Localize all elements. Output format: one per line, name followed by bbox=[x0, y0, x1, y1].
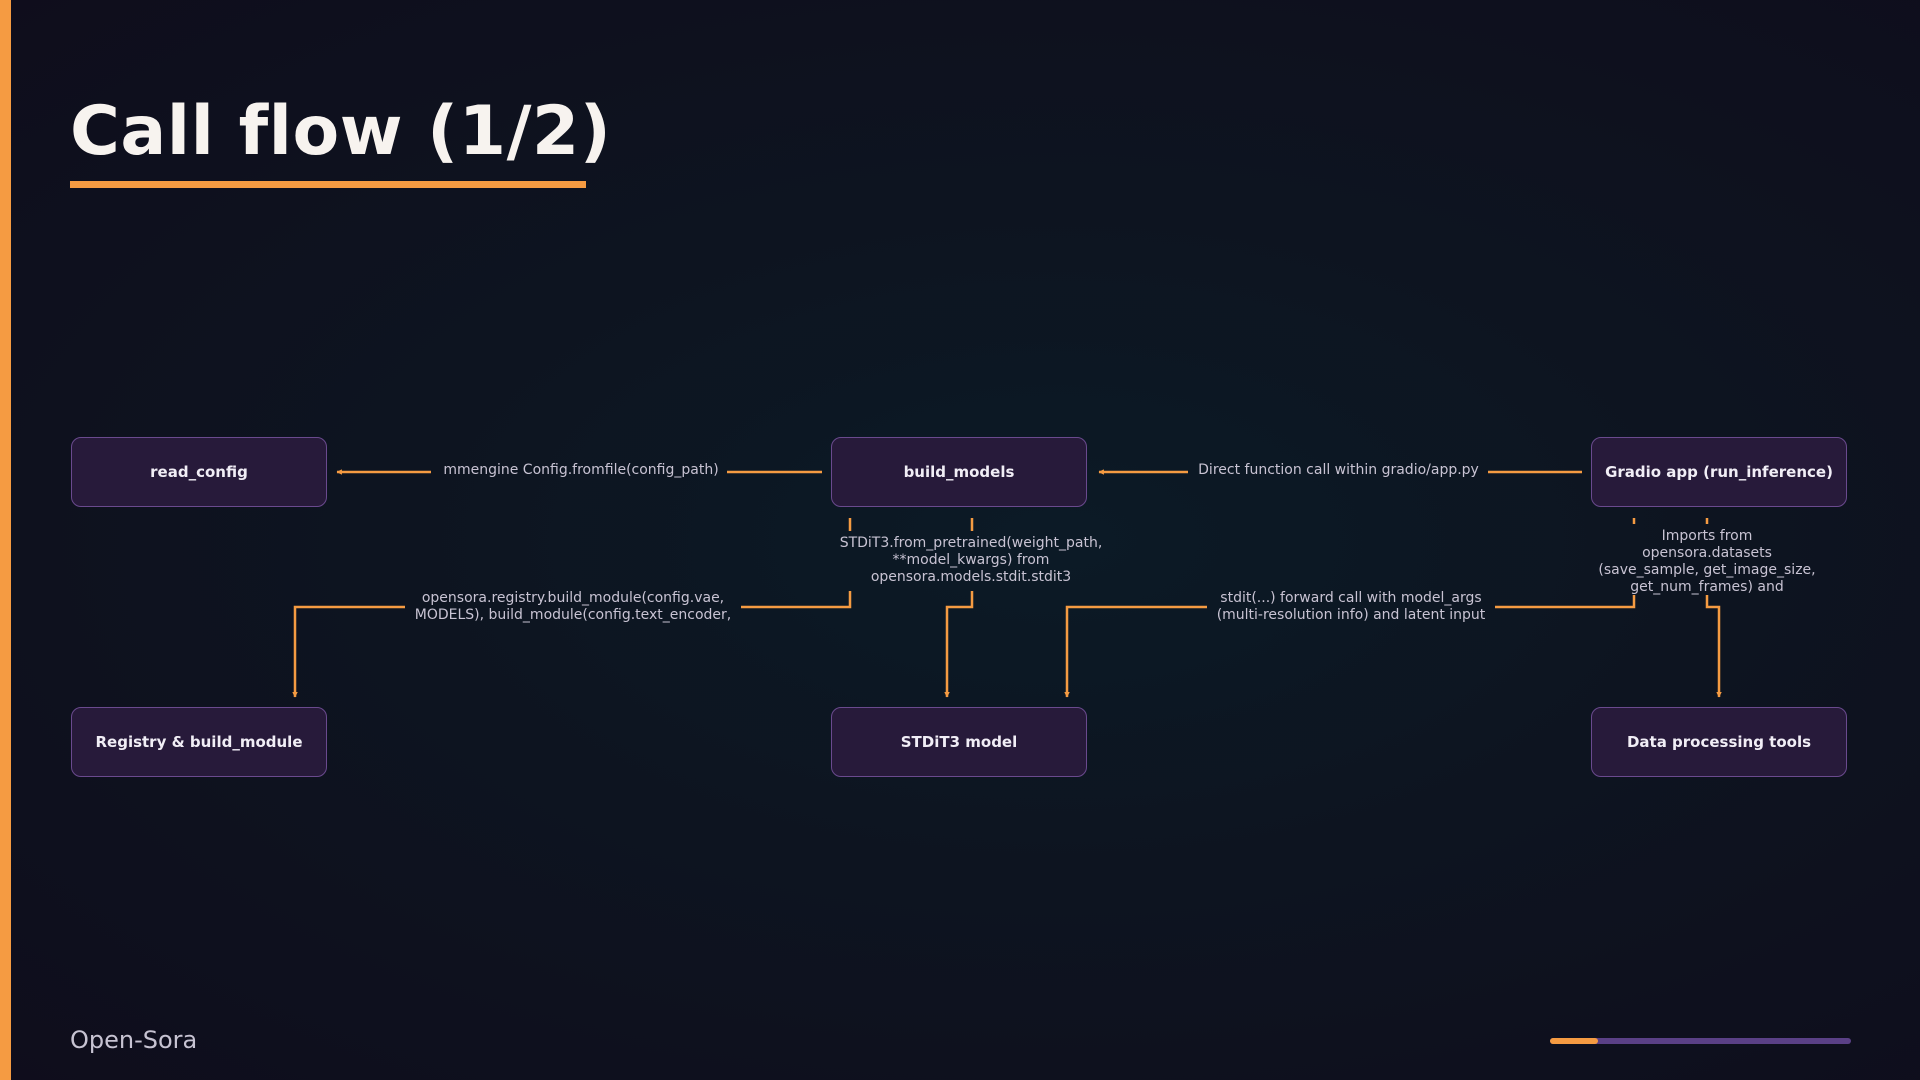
edge-label-line: (multi-resolution info) and latent input bbox=[1216, 607, 1486, 623]
slide-progress-fill bbox=[1550, 1038, 1599, 1044]
edge-gradio-to-stdit3 bbox=[1067, 518, 1636, 697]
slide-title: Call flow (1/2) bbox=[70, 92, 612, 171]
edge-label-line: stdit(...) forward call with model_args bbox=[1220, 590, 1482, 606]
edge-label-line: get_num_frames) and bbox=[1630, 579, 1784, 595]
edge-label-line: (save_sample, get_image_size, bbox=[1598, 562, 1816, 578]
edge-gradio-to-data-tools bbox=[1705, 518, 1719, 697]
title-underline bbox=[70, 181, 586, 188]
edge-build-models-to-registry bbox=[295, 518, 852, 697]
node-read-config: read_config bbox=[71, 437, 327, 507]
node-data-tools: Data processing tools bbox=[1591, 707, 1847, 777]
edge-label-registry-build: opensora.registry.build_module(config.va… bbox=[408, 590, 738, 624]
node-registry: Registry & build_module bbox=[71, 707, 327, 777]
node-stdit3-model: STDiT3 model bbox=[831, 707, 1087, 777]
edge-label-imports: Imports from opensora.datasets (save_sam… bbox=[1580, 528, 1834, 596]
edge-label-line: STDiT3.from_pretrained(weight_path, bbox=[839, 535, 1103, 551]
edge-label-line: opensora.datasets bbox=[1642, 545, 1772, 561]
edge-label-from-pretrained: STDiT3.from_pretrained(weight_path, **mo… bbox=[821, 535, 1121, 586]
edge-build-models-to-stdit3 bbox=[947, 518, 974, 697]
edge-label-line: opensora.registry.build_module(config.va… bbox=[421, 590, 725, 606]
node-gradio-app: Gradio app (run_inference) bbox=[1591, 437, 1847, 507]
footer-brand: Open-Sora bbox=[70, 1026, 198, 1054]
edge-label-line: MODELS), build_module(config.text_encode… bbox=[414, 607, 732, 623]
accent-bar bbox=[0, 0, 11, 1080]
edge-label-forward-call: stdit(...) forward call with model_args … bbox=[1211, 590, 1491, 624]
edge-label-line: **model_kwargs) from bbox=[892, 552, 1050, 568]
node-build-models: build_models bbox=[831, 437, 1087, 507]
slide-progress-bar bbox=[1550, 1038, 1851, 1044]
edge-label-line: Imports from bbox=[1661, 528, 1753, 544]
edge-label-direct-call: Direct function call within gradio/app.p… bbox=[1198, 462, 1479, 478]
edge-label-line: opensora.models.stdit.stdit3 bbox=[870, 569, 1072, 585]
edge-label-config-fromfile: mmengine Config.fromfile(config_path) bbox=[443, 462, 719, 478]
